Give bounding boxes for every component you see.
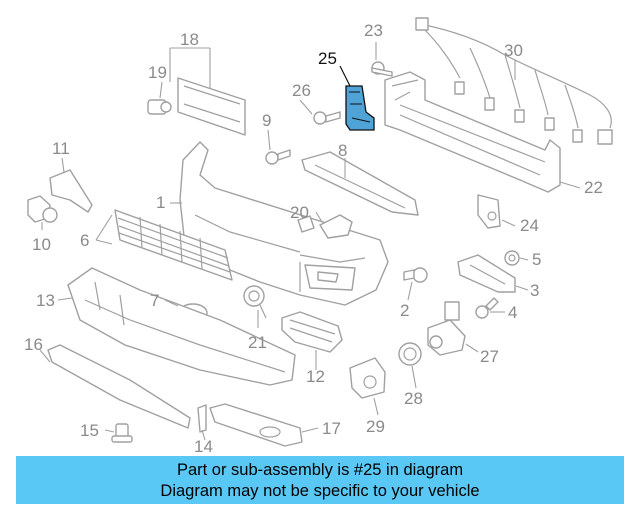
callout-3: 3 [530, 281, 539, 300]
callout-5: 5 [532, 250, 541, 269]
leader-lines [39, 42, 581, 441]
part-24-bracket [477, 194, 501, 229]
callout-13: 13 [36, 291, 55, 310]
callout-16: 16 [24, 335, 43, 354]
part-30-wiring-harness [415, 17, 613, 145]
callout-27: 27 [480, 347, 499, 366]
part-9-bolt [265, 149, 291, 165]
callout-4: 4 [508, 303, 517, 322]
callout-21: 21 [248, 333, 267, 352]
part-4-bolt [475, 297, 499, 319]
callout-9: 9 [262, 111, 271, 130]
part-11-side-bracket [49, 169, 93, 213]
part-10-sensor-bracket [27, 195, 58, 223]
callout-labels: 18 19 9 11 10 1 6 7 13 16 15 14 17 20 21… [24, 21, 603, 456]
callout-7: 7 [150, 291, 159, 310]
part-27-parking-sensor [427, 301, 466, 356]
callout-24: 24 [520, 216, 539, 235]
part-19-fastener [147, 99, 172, 115]
part-21-sensor-ring [243, 285, 267, 319]
callout-12: 12 [306, 367, 325, 386]
callout-19: 19 [148, 63, 167, 82]
callout-18: 18 [180, 30, 199, 49]
part-13-lower-spoiler [67, 267, 296, 386]
part-3-mounting-bracket [457, 254, 516, 293]
callout-17: 17 [322, 419, 341, 438]
callout-14: 14 [194, 437, 213, 456]
part-12-fog-grille [281, 311, 343, 353]
part-14-clip [197, 404, 207, 433]
part-2-bolt [403, 267, 428, 283]
callout-15: 15 [80, 421, 99, 440]
part-5-nut [504, 250, 520, 266]
part-22-reinforcement-bar [384, 71, 561, 193]
part-15-clip [111, 423, 133, 443]
banner-line-2: Diagram may not be specific to your vehi… [160, 482, 480, 500]
callout-29: 29 [366, 417, 385, 436]
part-17-side-trim [209, 403, 303, 447]
part-26-bolt [313, 111, 341, 125]
callout-25: 25 [318, 49, 337, 68]
banner-line-1: Part or sub-assembly is #25 in diagram [176, 461, 464, 479]
parts-diagram: 18 19 9 11 10 1 6 7 13 16 15 14 17 20 21… [24, 17, 613, 456]
part-23-bolt [371, 61, 393, 77]
part-20-tow-cap [319, 214, 353, 239]
callout-1: 1 [156, 193, 165, 212]
callout-20: 20 [290, 203, 309, 222]
part-16-trim-strip [47, 344, 191, 429]
info-banner: Part or sub-assembly is #25 in diagram D… [16, 456, 624, 504]
callout-22: 22 [584, 178, 603, 197]
callout-30: 30 [504, 41, 523, 60]
part-25-bracket-highlighted [345, 85, 375, 131]
callout-26: 26 [292, 81, 311, 100]
callout-8: 8 [338, 141, 347, 160]
part-6-grille [114, 209, 233, 281]
callout-11: 11 [52, 139, 70, 158]
callout-6: 6 [80, 231, 89, 250]
part-28-sensor-ring [398, 342, 422, 366]
callout-2: 2 [400, 301, 409, 320]
callout-10: 10 [32, 235, 51, 254]
part-18-license-plate-bracket [177, 77, 246, 136]
part-8-bracket-strip [301, 151, 419, 216]
part-29-sensor-holder [349, 357, 386, 399]
callout-23: 23 [364, 21, 383, 40]
callout-28: 28 [404, 389, 423, 408]
